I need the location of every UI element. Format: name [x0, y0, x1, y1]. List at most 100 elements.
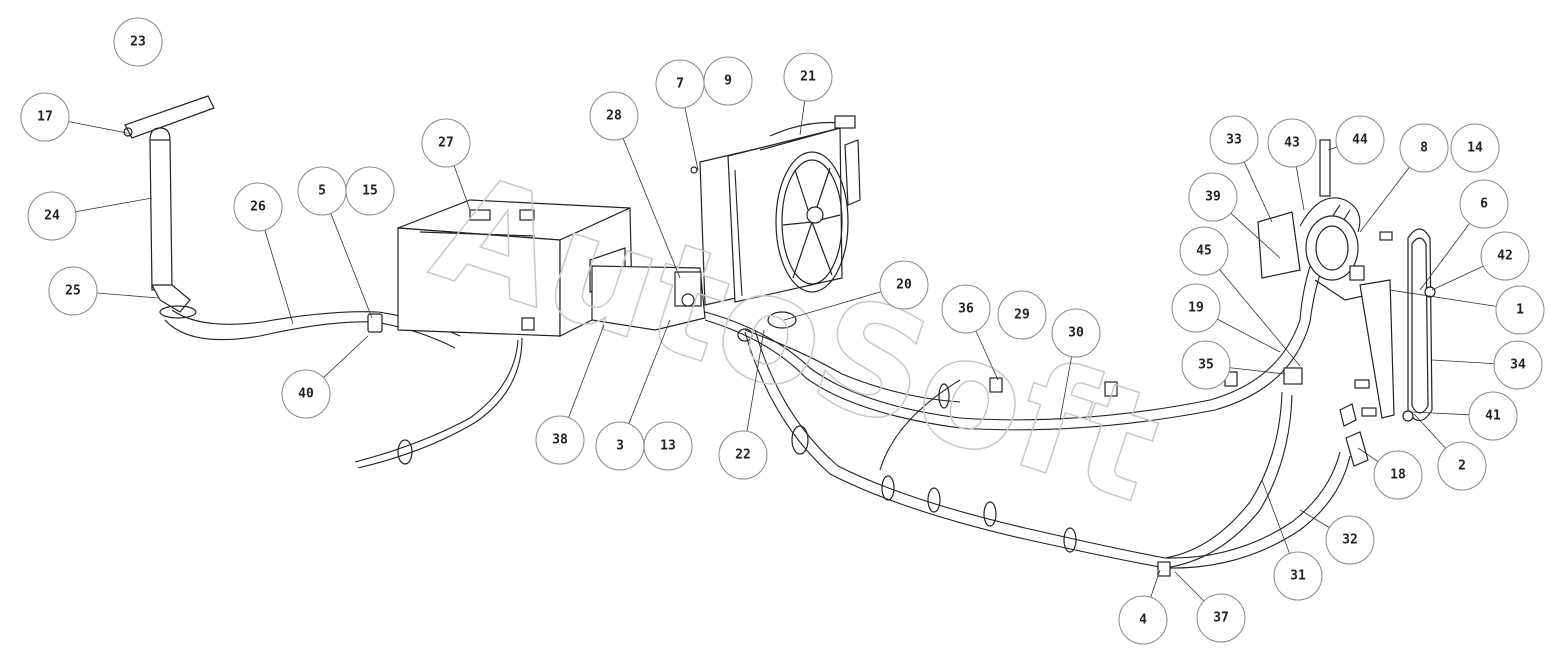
callout-circle: [233, 182, 283, 232]
leader-line-27: [453, 165, 471, 211]
callout-44: 44: [1335, 115, 1385, 165]
leader-line-6: [1419, 223, 1470, 291]
callout-13: 13: [643, 421, 693, 471]
leader-line-39: [1230, 212, 1281, 259]
callout-number: 14: [1467, 141, 1483, 156]
connector-bracket: [591, 265, 706, 331]
callout-30: 30: [1051, 308, 1101, 358]
drain-tube-outer: [357, 337, 523, 469]
callout-23: 23: [113, 17, 163, 67]
intake-pipe: [123, 95, 215, 319]
callout-37: 37: [1196, 593, 1246, 643]
callout-number: 17: [37, 110, 53, 125]
callout-29: 29: [997, 290, 1047, 340]
callout-number: 2: [1458, 459, 1466, 474]
callout-number: 21: [800, 70, 816, 85]
callout-6: 6: [1459, 179, 1509, 229]
lower-hoses: [737, 311, 1351, 577]
callout-circle: [1118, 595, 1168, 645]
callout-circle: [48, 266, 98, 316]
callout-7: 7: [655, 59, 705, 109]
compressor-assembly: [1257, 139, 1391, 301]
callout-number: 40: [298, 387, 314, 402]
callout-number: 24: [44, 209, 60, 224]
callout-number: 35: [1198, 358, 1214, 373]
callout-1: 1: [1495, 285, 1545, 335]
condenser-fan-unit: [690, 115, 861, 306]
callout-number: 25: [65, 284, 81, 299]
leader-line-22: [746, 329, 765, 432]
callout-38: 38: [535, 415, 585, 465]
callout-circle: [1437, 441, 1487, 491]
leader-line-8: [1359, 166, 1410, 233]
callout-21: 21: [783, 52, 833, 102]
callout-circle: [113, 17, 163, 67]
callout-18: 18: [1373, 450, 1423, 500]
main-hoses: [704, 204, 1351, 431]
callout-2: 2: [1437, 441, 1487, 491]
leader-line-31: [1261, 479, 1290, 554]
callout-circle: [1480, 231, 1530, 281]
callout-22: 22: [718, 430, 768, 480]
leader-line-38: [568, 324, 605, 418]
callout-circle: [1459, 179, 1509, 229]
callout-number: 20: [896, 278, 912, 293]
leader-line-42: [1431, 265, 1484, 291]
callout-number: 39: [1205, 190, 1221, 205]
leader-line-2: [1413, 413, 1447, 449]
callout-43: 43: [1267, 118, 1317, 168]
callout-circle: [27, 191, 77, 241]
callout-circle: [879, 260, 929, 310]
callout-circle: [997, 290, 1047, 340]
leader-line-44: [1327, 146, 1338, 151]
callout-8: 8: [1399, 123, 1449, 173]
callout-circle: [1188, 172, 1238, 222]
callout-circle: [281, 369, 331, 419]
callout-circle: [1267, 118, 1317, 168]
callout-number: 41: [1485, 409, 1501, 424]
leader-line-35: [1229, 367, 1286, 375]
leader-line-5: [330, 213, 373, 319]
leader-line-43: [1295, 166, 1305, 211]
callout-circle: [1196, 593, 1246, 643]
callout-number: 33: [1226, 133, 1242, 148]
callout-number: 8: [1420, 141, 1428, 156]
callout-15: 15: [345, 166, 395, 216]
leader-line-7: [684, 107, 699, 171]
callout-circle: [1179, 226, 1229, 276]
callout-26: 26: [233, 182, 283, 232]
hose-fitting: [1283, 367, 1303, 385]
callout-4: 4: [1118, 595, 1168, 645]
callout-circle: [1495, 285, 1545, 335]
leader-line-24: [75, 197, 153, 213]
callout-27: 27: [421, 118, 471, 168]
callout-circle: [421, 118, 471, 168]
callout-36: 36: [941, 284, 991, 334]
leader-line-36: [975, 330, 999, 381]
leader-line-4: [1150, 569, 1161, 598]
fitting: [1339, 403, 1369, 467]
callout-circle: [1335, 115, 1385, 165]
callout-number: 31: [1290, 569, 1306, 584]
callout-number: 7: [676, 77, 684, 92]
callout-number: 13: [660, 439, 676, 454]
callout-circle: [1171, 283, 1221, 333]
callout-circle: [535, 415, 585, 465]
leader-line-34: [1431, 359, 1495, 365]
callout-31: 31: [1273, 551, 1323, 601]
callout-45: 45: [1179, 226, 1229, 276]
leader-line-37: [1174, 571, 1205, 602]
drain-tube: [354, 339, 519, 463]
callout-42: 42: [1480, 231, 1530, 281]
callout-39: 39: [1188, 172, 1238, 222]
callout-circle: [345, 166, 395, 216]
leader-line-3: [628, 319, 671, 424]
leader-line-30: [1059, 356, 1073, 421]
callout-number: 34: [1510, 358, 1526, 373]
callout-circle: [1493, 340, 1543, 390]
callout-25: 25: [48, 266, 98, 316]
callout-number: 43: [1284, 136, 1300, 151]
leader-line-45: [1219, 269, 1301, 367]
leader-line-19: [1217, 318, 1281, 353]
